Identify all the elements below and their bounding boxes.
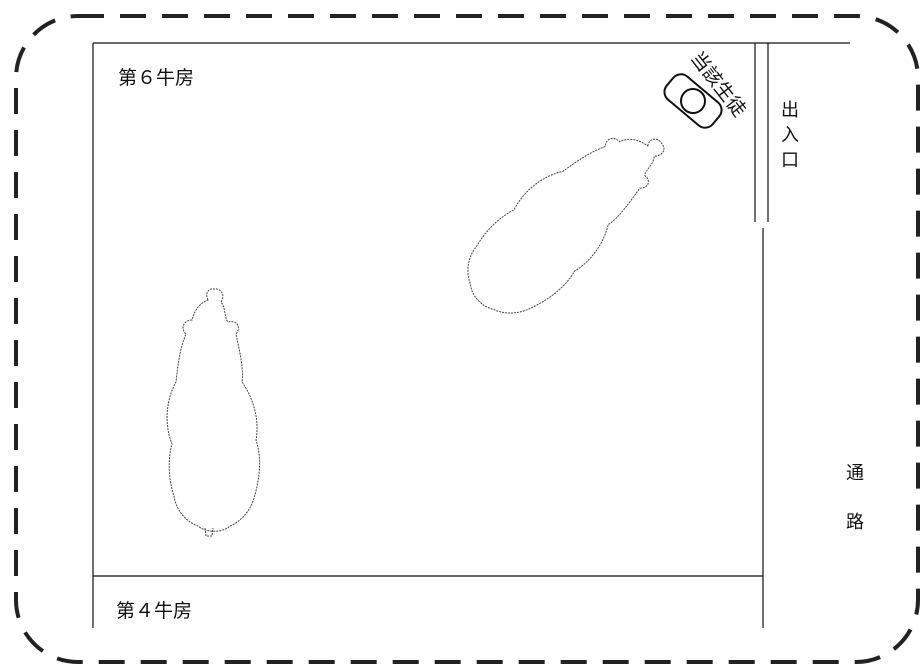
pen-4-label: 第４牛房 [116,600,192,622]
pen-6-walls [92,42,850,577]
cow-left [166,288,261,537]
entrance-char-2: 入 [781,125,799,146]
pen-6-label: 第６牛房 [118,67,194,89]
cow-right [467,137,665,314]
aisle-char-1: 通 [846,463,864,484]
entrance-char-1: 出 [781,100,799,121]
dashed-boundary [14,14,920,664]
entrance-door [754,43,769,222]
student-marker [663,73,723,129]
entrance-char-3: 口 [781,150,799,171]
entrance-label: 出 入 口 [781,100,799,171]
aisle-char-2: 路 [846,512,864,533]
aisle-label: 通 路 [846,463,864,533]
